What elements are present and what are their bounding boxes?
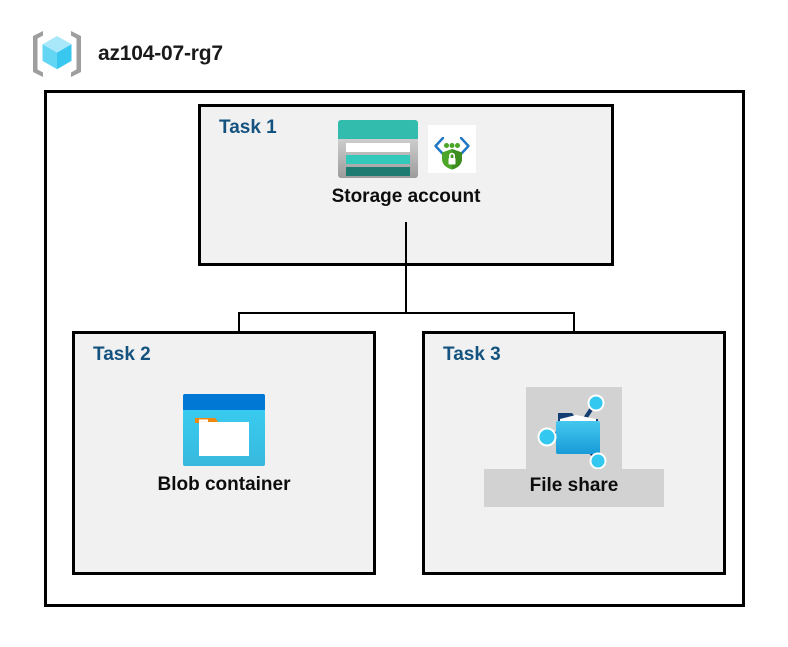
task-1-label: Task 1 (219, 117, 277, 138)
blob-container-caption: Blob container (157, 474, 291, 495)
file-share-icon (537, 394, 607, 469)
storage-account-icon (338, 120, 418, 178)
file-share-caption: File share (529, 475, 619, 496)
node-storage-account: Storage account (198, 118, 614, 208)
file-share-icon-plate (526, 387, 622, 471)
resource-group-header: az104-07-rg7 (30, 28, 223, 80)
blob-container-icon (183, 394, 265, 466)
connector-stem (405, 222, 407, 314)
storage-icon-row (336, 118, 476, 180)
connector-horizontal-bar (238, 312, 575, 314)
node-blob-container: Blob container (72, 392, 376, 496)
task-3-label: Task 3 (443, 344, 501, 365)
file-share-caption-plate: File share (483, 469, 665, 507)
encryption-shield-icon (428, 125, 476, 173)
resource-group-cube-icon (33, 31, 81, 77)
resource-group-name: az104-07-rg7 (98, 42, 223, 65)
node-file-share: File share (422, 387, 726, 507)
storage-account-caption: Storage account (331, 186, 481, 207)
task-2-label: Task 2 (93, 344, 151, 365)
